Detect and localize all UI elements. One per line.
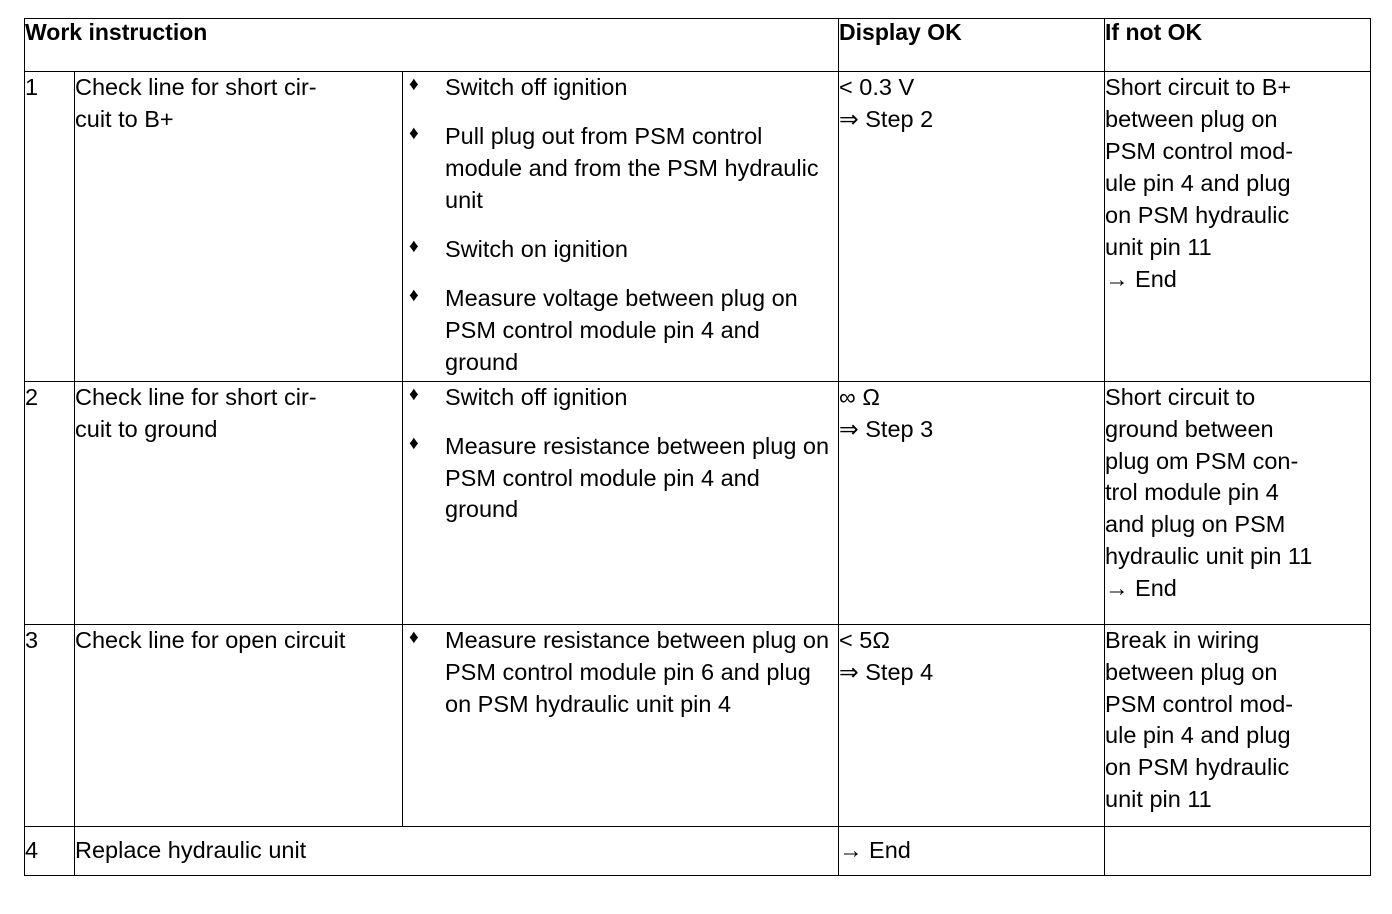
display-ok-next-step: ⇒ Step 3 [839,415,934,442]
row-display-ok: ∞ Ω ⇒ Step 3 [838,380,1106,625]
table-row: 1 Check line for short cir- cuit to B+ ♦… [24,71,1372,382]
row-task: Replace hydraulic unit [73,825,840,876]
table-row: 3 Check line for open circuit ♦ Measure … [24,623,1372,827]
list-item: ♦ Measure resistance between plug on PSM… [403,431,838,527]
header-work-instruction: Work instruction [23,18,840,72]
step-text: Switch on ignition [445,235,628,262]
display-ok-next-step: ⇒ Step 2 [839,105,934,132]
row-number: 2 [24,380,75,625]
row-steps: ♦ Measure resistance between plug on PSM… [401,623,840,827]
step-text: Switch off ignition [445,383,628,410]
list-item: ♦ Measure voltage between plug on PSM co… [403,283,838,379]
row-task: Check line for short cir- cuit to ground [74,380,403,625]
display-ok-next-step: ⇒ Step 4 [839,658,934,685]
row-if-not-ok: Short circuit to ground between plug om … [1104,380,1372,625]
row-steps: ♦ Switch off ignition ♦ Pull plug out fr… [401,71,840,382]
table-row: 2 Check line for short cir- cuit to grou… [24,380,1372,625]
diamond-bullet-icon: ♦ [409,122,419,144]
display-ok-value: < 5Ω [839,626,890,653]
row-display-ok: → End [838,825,1106,876]
table-header-row: Work instruction Display OK If not OK [23,18,1372,72]
row-if-not-ok: Short circuit to B+ between plug on PSM … [1104,71,1372,382]
row-if-not-ok: Break in wiring between plug on PSM cont… [1104,623,1372,827]
diamond-bullet-icon: ♦ [409,74,419,95]
if-not-ok-text: Short circuit to ground between plug om … [1105,383,1313,570]
row-steps: ♦ Switch off ignition ♦ Measure resistan… [401,380,840,625]
list-item: ♦ Switch on ignition [403,234,838,266]
diamond-bullet-icon: ♦ [409,383,419,405]
row-task: Check line for open circuit [74,623,403,827]
row-display-ok: < 0.3 V ⇒ Step 2 [838,71,1106,382]
if-not-ok-end: → End [1105,265,1177,292]
work-instruction-table: Work instruction Display OK If not OK 1 … [23,18,1372,876]
list-item: ♦ Switch off ignition [403,72,838,104]
if-not-ok-text: Short circuit to B+ between plug on PSM … [1105,74,1294,260]
row-display-ok: < 5Ω ⇒ Step 4 [838,623,1106,827]
diamond-bullet-icon: ♦ [409,284,419,306]
table-header: Work instruction Display OK If not OK [23,18,1372,72]
step-list: ♦ Switch off ignition ♦ Pull plug out fr… [403,72,838,379]
header-if-not-ok: If not OK [1104,18,1372,72]
step-text: Pull plug out from PSM control module an… [445,122,819,213]
diamond-bullet-icon: ♦ [409,626,419,648]
row-number: 1 [24,71,75,382]
display-ok-value: < 0.3 V [839,74,915,100]
header-display-ok: Display OK [838,18,1106,72]
list-item: ♦ Switch off ignition [403,382,838,414]
step-text: Measure voltage between plug on PSM cont… [445,284,798,375]
display-ok-value: ∞ Ω [839,383,880,410]
table-row: 4 Replace hydraulic unit → End [24,825,1372,876]
step-list: ♦ Switch off ignition ♦ Measure resistan… [403,382,838,527]
row-if-not-ok [1104,825,1372,876]
step-list: ♦ Measure resistance between plug on PSM… [403,625,838,721]
list-item: ♦ Measure resistance between plug on PSM… [403,625,838,721]
row-number: 4 [24,825,75,876]
table-body: 1 Check line for short cir- cuit to B+ ♦… [24,71,1372,876]
row-task: Check line for short cir- cuit to B+ [74,71,403,382]
diamond-bullet-icon: ♦ [409,235,419,257]
step-text: Measure resistance between plug on PSM c… [445,626,830,717]
step-text: Measure resistance between plug on PSM c… [445,432,830,523]
if-not-ok-end: → End [1105,575,1177,602]
row-number: 3 [24,623,75,827]
list-item: ♦ Pull plug out from PSM control module … [403,121,838,217]
step-text: Switch off ignition [445,74,628,100]
diamond-bullet-icon: ♦ [409,432,419,454]
if-not-ok-text: Break in wiring between plug on PSM cont… [1105,626,1294,813]
